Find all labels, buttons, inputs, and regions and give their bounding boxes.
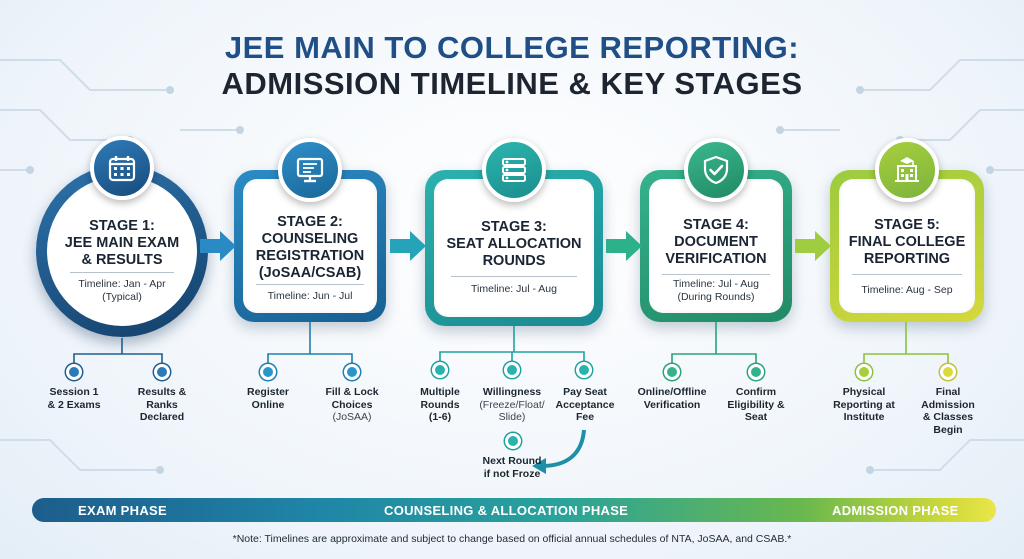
stage-2-badge: [278, 138, 342, 202]
substep-verification: Online/Offline Verification: [637, 386, 707, 411]
node-dot: [344, 364, 360, 380]
stage-3-inner: [434, 179, 594, 317]
stage-5-badge: [875, 138, 939, 202]
phase-label-exam: EXAM PHASE: [78, 503, 167, 518]
arrow-icon-3: [606, 231, 642, 261]
stage-2-card: STAGE 2: COUNSELING REGISTRATION (JoSAA/…: [234, 170, 386, 322]
substep-multiple-rounds: Multiple Rounds (1-6): [420, 386, 460, 423]
stage-4-timeline: Timeline: Jul - Aug (During Rounds): [673, 278, 759, 303]
node-dot: [856, 364, 872, 380]
node-dot: [940, 364, 956, 380]
substep-fill-lock-choices: Fill & Lock Choices(JoSAA): [325, 386, 379, 423]
calendar-icon: [108, 156, 136, 182]
stage-4-title: STAGE 4: DOCUMENT VERIFICATION: [665, 217, 767, 267]
phase-label-counseling: COUNSELING & ALLOCATION PHASE: [384, 503, 629, 518]
substep-confirm-eligibility: Confirm Eligibility & Seat: [727, 386, 785, 423]
stage-5-timeline: Timeline: Aug - Sep: [861, 284, 953, 296]
substep-next-round: Next Round if not Froze: [482, 455, 542, 480]
stage-1-timeline: Timeline: Jan - Apr (Typical): [78, 278, 166, 303]
node-dot: [432, 362, 448, 378]
substep-session-exams: Session 1 & 2 Exams: [47, 386, 101, 411]
substep-pay-seat-fee: Pay Seat Acceptance Fee: [555, 386, 615, 423]
arrow-icon-4: [795, 231, 831, 261]
phase-label-admission: ADMISSION PHASE: [832, 503, 959, 518]
stage-5-title: STAGE 5: FINAL COLLEGE REPORTING: [848, 217, 966, 267]
stage-5-divider: [852, 274, 962, 275]
title-line-2: ADMISSION TIMELINE & KEY STAGES: [221, 66, 803, 101]
node-dot: [504, 362, 520, 378]
substep-results-declared: Results & Ranks Declared: [137, 386, 187, 423]
node-dot: [748, 364, 764, 380]
stage-3-badge: [482, 138, 546, 202]
node-dot: [576, 362, 592, 378]
node-dot: [66, 364, 82, 380]
node-dot: [505, 433, 521, 449]
stage-2-timeline: Timeline: Jun - Jul: [267, 290, 353, 302]
substep-final-admission: Final Admission & Classes Begin: [921, 386, 975, 436]
stage-2-divider: [256, 284, 364, 285]
stage-3-card: STAGE 3: SEAT ALLOCATION ROUNDS Timeline…: [425, 170, 603, 326]
substep-willingness: Willingness(Freeze/Float/ Slide): [479, 386, 545, 423]
stage-3-timeline: Timeline: Jul - Aug: [471, 283, 557, 295]
node-dot: [260, 364, 276, 380]
stage-1-face: [47, 176, 197, 326]
stage-1-title: STAGE 1: JEE MAIN EXAM & RESULTS: [64, 218, 180, 268]
list-icon: [502, 158, 526, 182]
stage-4-divider: [662, 274, 770, 275]
stage-5-card: STAGE 5: FINAL COLLEGE REPORTING Timelin…: [830, 170, 984, 322]
title-line-1: JEE MAIN TO COLLEGE REPORTING:: [224, 30, 800, 65]
college-building-icon: [895, 157, 919, 182]
node-dot: [664, 364, 680, 380]
stage-1-divider: [70, 272, 174, 273]
stage-1-badge: [90, 136, 154, 200]
monitor-icon: [296, 157, 324, 183]
stage-3-title: STAGE 3: SEAT ALLOCATION ROUNDS: [446, 219, 582, 269]
footnote: *Note: Timelines are approximate and sub…: [232, 533, 792, 545]
stage-4-badge: [684, 138, 748, 202]
arrow-icon-1: [200, 231, 236, 261]
substep-register-online: Register Online: [246, 386, 289, 411]
stage-2-title: STAGE 2: COUNSELING REGISTRATION (JoSAA/…: [255, 214, 365, 281]
node-dot: [154, 364, 170, 380]
shield-check-icon: [703, 155, 729, 185]
substep-physical-reporting: Physical Reporting at Institute: [833, 386, 895, 423]
stage-3-divider: [451, 276, 577, 277]
phase-bar: [32, 498, 996, 522]
arrow-icon-2: [390, 231, 426, 261]
